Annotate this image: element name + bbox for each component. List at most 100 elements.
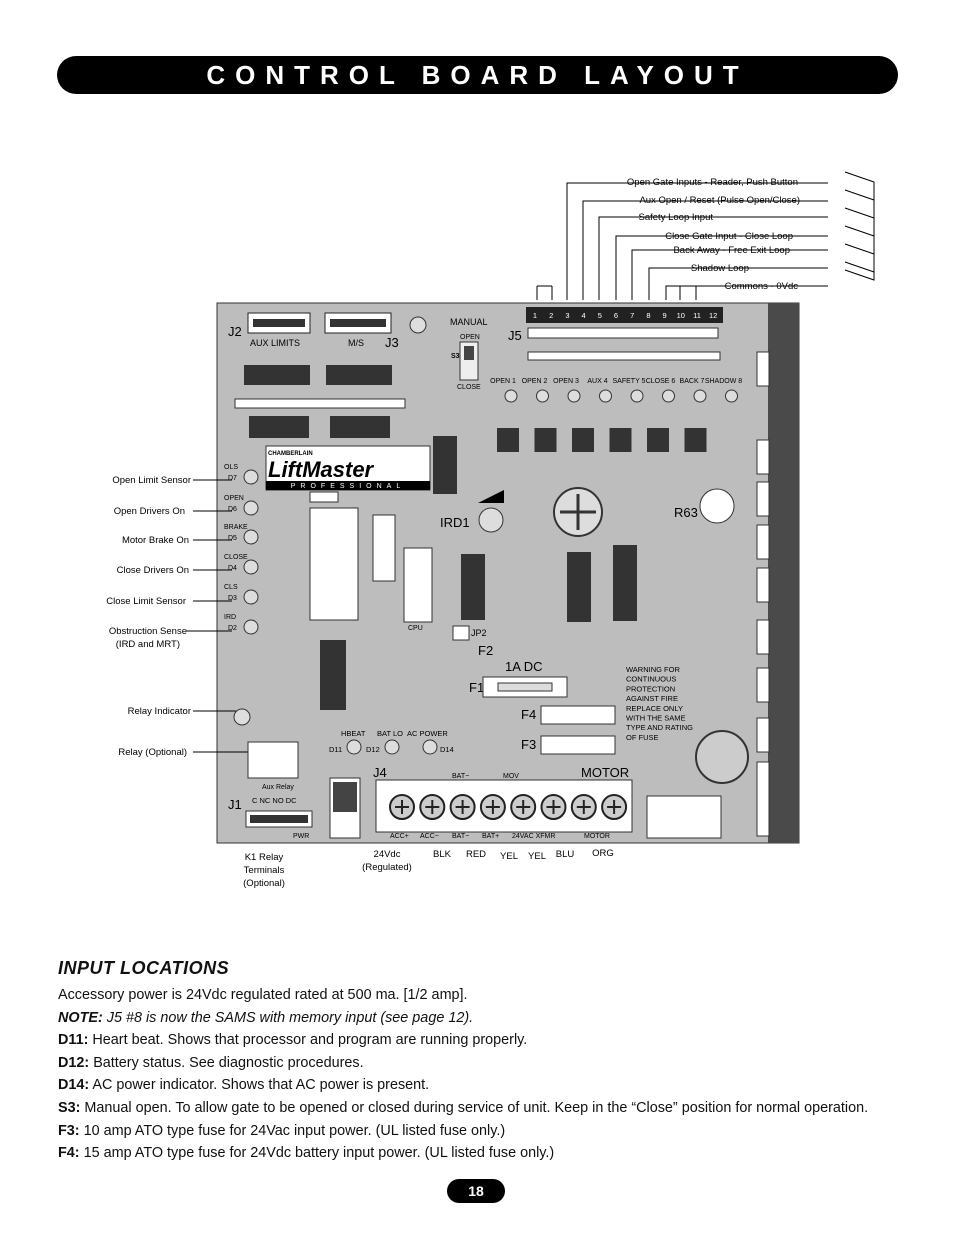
j5-pin-4: 4 [582,311,586,320]
callout-safety-loop: Safety Loop Input [639,212,714,223]
wire-blk: BLK [433,849,452,860]
item-f3: F3: 10 amp ATO type fuse for 24Vac input… [58,1122,506,1139]
j5-header [526,307,723,323]
s3-label: S3 [451,353,460,360]
j5-pin-6: 6 [614,311,618,320]
status-led [243,469,259,485]
j2-label: J2 [228,324,242,339]
j5-input-label: OPEN 1 [490,378,516,385]
j5-input-label: AUX 4 [587,378,607,385]
control-board-diagram: Open Gate Inputs - Reader, Push Button A… [106,171,875,889]
j4-terminal-label: ACC+ [390,833,409,840]
fuse-warning-line: TYPE AND RATING [626,723,693,732]
d12-label: D12 [366,745,380,754]
d14-led [422,739,438,755]
callout-aux-open: Aux Open / Reset (Pulse Open/Close) [639,195,800,206]
j5-pin-8: 8 [646,311,650,320]
bottom-capacitor [695,730,749,784]
input-optocoupler [497,428,519,452]
wire-blu: BLU [556,849,575,860]
f1-label: F1 [469,680,484,695]
j5-input-led [662,389,675,403]
fuse-warning-line: CONTINUOUS [626,675,676,684]
callout-open-limit: Open Limit Sensor [112,475,191,486]
callout-commons: Commons - 0Vdc [725,281,799,292]
j4-terminal-label: ACC− [420,833,439,840]
ird1-label: IRD1 [440,515,470,530]
j5-input-label: SHADOW 8 [705,378,742,385]
j-header-mid [372,514,396,582]
manual-open-label: OPEN [460,334,480,341]
j5-pin-5: 5 [598,311,602,320]
j4-terminal-label: BAT+ [482,833,499,840]
ms-label: M/S [348,338,364,348]
brand-small: CHAMBERLAIN [268,451,313,457]
input-optocoupler [534,428,557,452]
status-led [243,529,259,545]
manual-label: MANUAL [450,317,488,327]
j5-pin-2: 2 [549,311,553,320]
d12-led [384,739,400,755]
callout-close-limit: Close Limit Sensor [106,596,186,607]
f3-fuse-holder [540,735,616,755]
led-name-label: CLOSE [224,554,248,561]
fuse-warning-line: WITH THE SAME [626,714,685,723]
item-f4: F4: 15 amp ATO type fuse for 24Vdc batte… [58,1145,555,1162]
x1-header [309,491,339,503]
wire-yel-1: YEL [500,851,518,862]
j5-input-led [693,389,707,403]
f4-fuse-holder [540,705,616,725]
item-d11: D11: Heart beat. Shows that processor an… [58,1032,528,1049]
d14-label: D14 [440,745,454,754]
wire-red: RED [466,849,486,860]
item-d14: D14: AC power indicator. Shows that AC p… [58,1077,430,1094]
j5-input-led [567,389,581,403]
screw-slot [607,800,622,814]
relay-indicator-led [233,708,251,726]
jp2-label: JP2 [471,628,487,638]
j5-pin-12: 12 [709,311,717,320]
section-body: Accessory power is 24Vdc regulated rated… [58,984,928,1165]
j5-input-led [599,389,612,403]
j1-label: J1 [228,797,242,812]
callout-close-gate: Close Gate Input - Close Loop [665,231,793,242]
j5-pin-1: 1 [533,311,537,320]
callout-shadow-loop: Shadow Loop [691,263,749,274]
u3-chip [309,507,359,621]
note-text: J5 #8 is now the SAMS with memory input … [106,1009,474,1026]
k1-terminals-line1: K1 Relay [245,852,284,863]
note-line: NOTE: J5 #8 is now the SAMS with memory … [58,1007,928,1030]
status-led [243,589,259,605]
j5-input-led [504,389,518,403]
ac-power-label: AC POWER [407,729,448,738]
j5-pin-7: 7 [630,311,634,320]
u10-chip [567,552,591,622]
j5-input-label: BACK 7 [680,378,705,385]
led-name-label: OLS [224,464,238,471]
bat-lo-label: BAT LO [377,729,403,738]
led-id-label: D3 [228,595,237,602]
j4-bat-minus-top: BAT− [452,773,469,780]
j3-label: J3 [385,335,399,350]
u2-chip [320,640,346,710]
status-led [243,619,259,635]
j5-input-led [536,389,549,403]
wire-org: ORG [592,848,614,859]
board-right-strip [768,303,799,843]
j5-input-label: OPEN 2 [522,378,548,385]
a1dc-label: 1A DC [505,659,543,674]
u1-chip [249,416,309,438]
callout-open-drivers: Open Drivers On [114,506,185,517]
callout-obstruction: Obstruction Sense [109,626,187,637]
callout-motor-brake: Motor Brake On [122,535,189,546]
led-id-label: D2 [228,625,237,632]
callout-ird-mrt: (IRD and MRT) [116,639,180,650]
input-optocoupler [647,428,669,452]
callout-back-away: Back Away - Free Exit Loop [673,245,790,256]
fuse-warning-line: WARNING FOR [626,665,680,674]
led-name-label: IRD [224,614,236,621]
d11-led [346,739,362,755]
s2-dip-switch [326,365,392,385]
callout-open-gate: Open Gate Inputs - Reader, Push Button [627,177,798,188]
led-id-label: D5 [228,535,237,542]
